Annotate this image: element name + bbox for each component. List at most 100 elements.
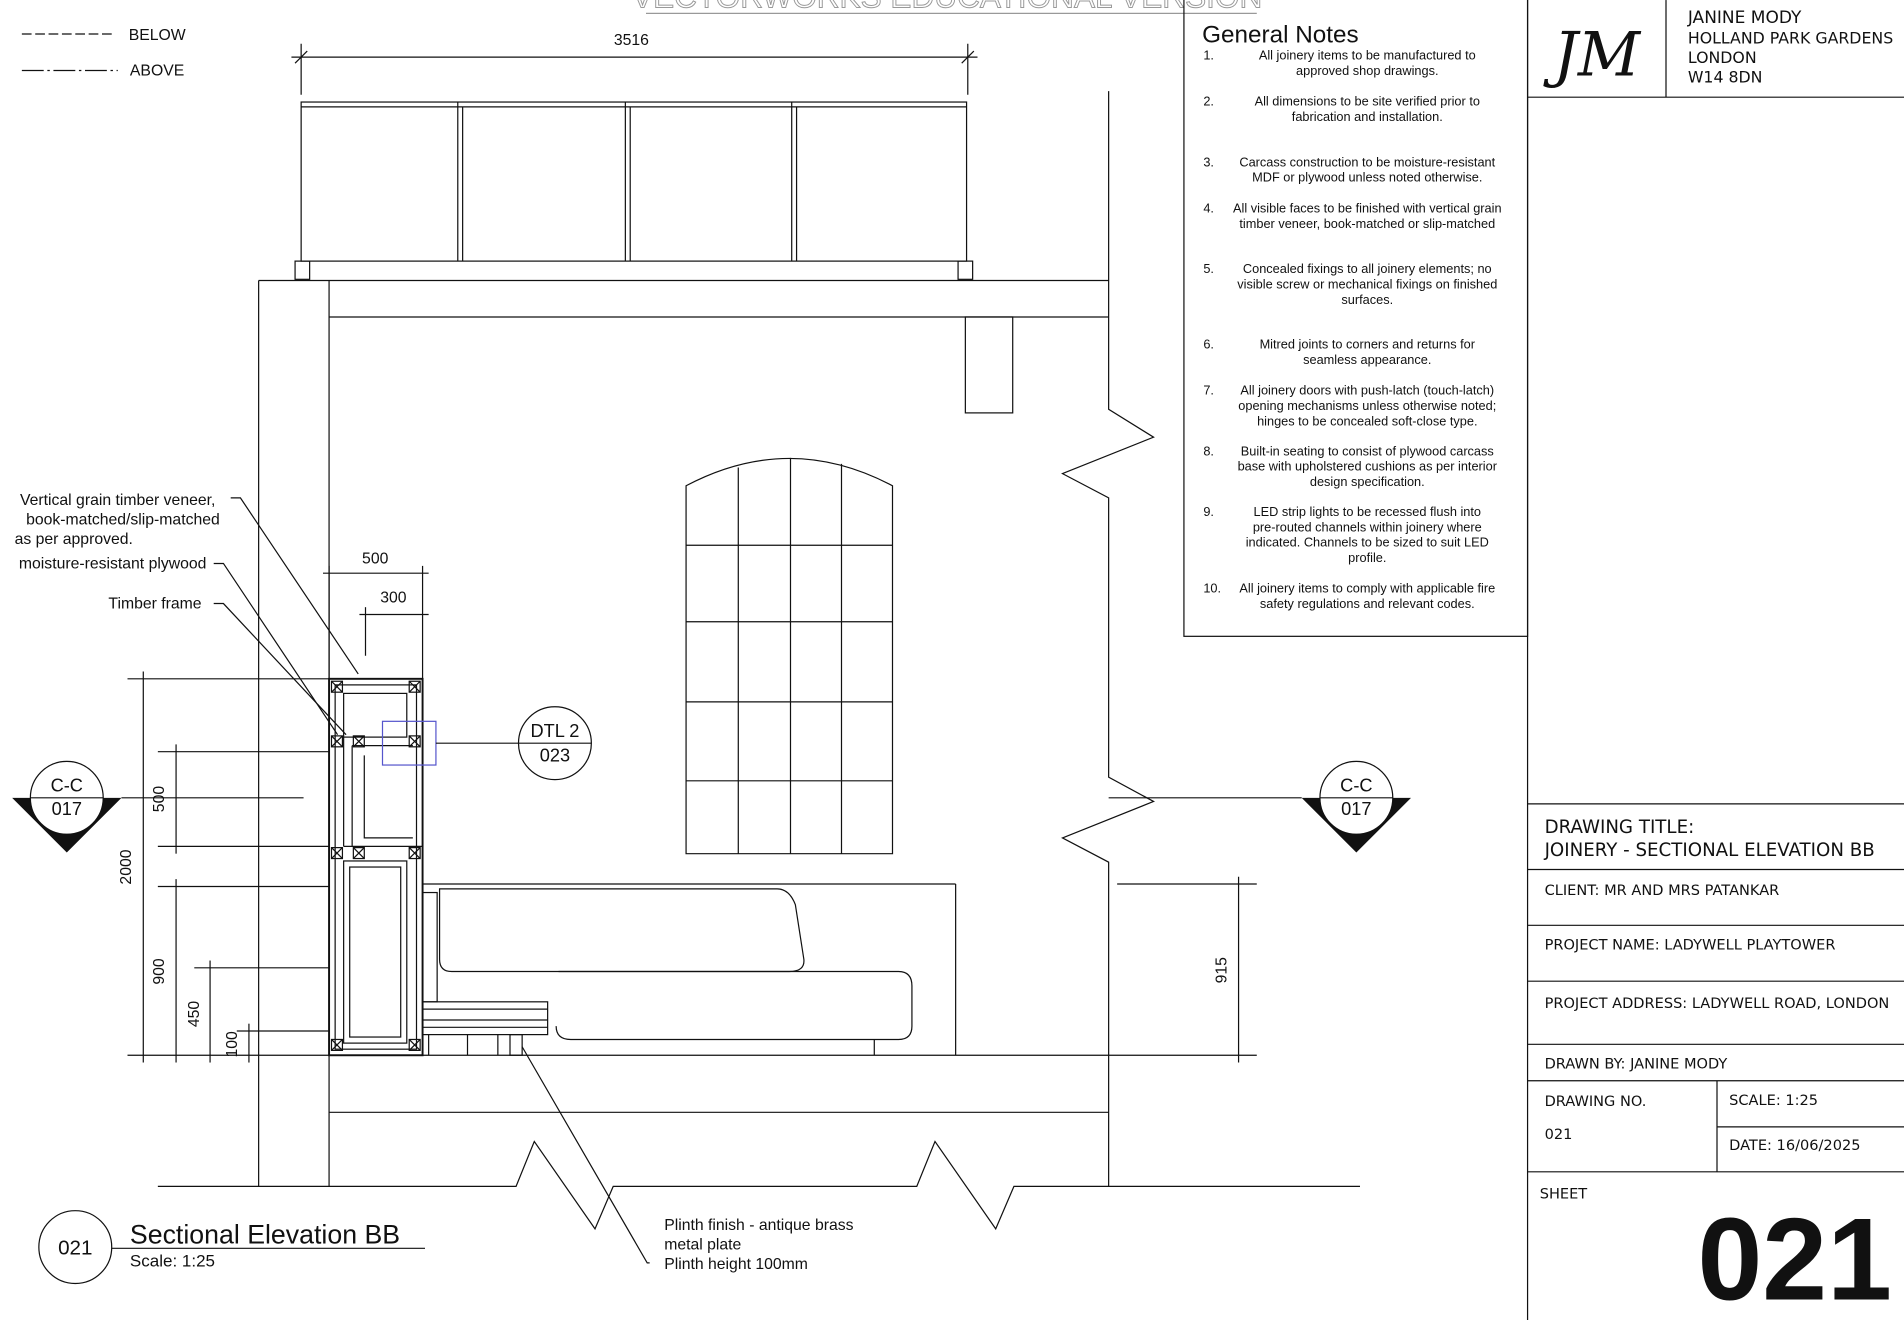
note-item: 6. Mitred joints to corners and returns f…: [1203, 337, 1475, 367]
note-line: Built-in seating to consist of plywood c…: [1241, 443, 1494, 458]
line-legend: BELOW ABOVE: [21, 27, 186, 79]
logo: JM: [1543, 20, 1642, 90]
note-number: 8.: [1203, 443, 1214, 458]
note-line: seamless appearance.: [1303, 352, 1431, 367]
scale: SCALE: 1:25: [1729, 1092, 1818, 1109]
legend-above: ABOVE: [130, 62, 184, 79]
note-item: 7. All joinery doors with push-latch (tou…: [1203, 383, 1496, 429]
note-line: base with upholstered cushions as per in…: [1238, 459, 1498, 474]
note-number: 4.: [1203, 201, 1214, 216]
note-item: 3. Carcass construction to be moisture-re…: [1203, 154, 1495, 184]
note-line: indicated. Channels to be sized to suit …: [1246, 535, 1489, 550]
joinery-cabinet: [328, 677, 424, 1057]
annotation-plinth: Plinth finish - antique brass metal plat…: [664, 1217, 858, 1273]
view-scale: Scale: 1:25: [130, 1252, 215, 1271]
arched-window: [685, 457, 894, 855]
annotation-veneer: Vertical grain timber veneer, book-match…: [20, 492, 220, 528]
note-number: 7.: [1203, 383, 1214, 398]
note-item: 10. All joinery items to comply with appl…: [1203, 581, 1495, 611]
drawn-by: DRAWN BY: JANINE MODY: [1545, 1056, 1728, 1073]
drawing-no-label: DRAWING NO.: [1545, 1093, 1647, 1110]
note-number: 1.: [1203, 48, 1214, 63]
note-item: 2. All dimensions to be site verified pri…: [1203, 94, 1480, 124]
note-number: 6.: [1203, 337, 1214, 352]
note-line: fabrication and installation.: [1292, 109, 1443, 124]
annotation-leaders: [213, 497, 650, 1264]
note-line: All visible faces to be finished with ve…: [1233, 201, 1502, 216]
section-label: C-C: [1340, 776, 1372, 796]
note-line: visible screw or mechanical fixings on f…: [1237, 277, 1497, 292]
note-line: LED strip lights to be recessed flush in…: [1254, 504, 1482, 519]
dim-100: 100: [224, 1031, 241, 1058]
note-item: 4. All visible faces to be finished with …: [1203, 201, 1501, 231]
annotation-plywood: moisture-resistant plywood: [19, 555, 207, 572]
note-line: All joinery items to comply with applica…: [1239, 581, 1495, 596]
note-line: Carcass construction to be moisture-resi…: [1239, 154, 1495, 169]
view-number: 021: [58, 1236, 92, 1259]
section-marker-left: C-C 017: [12, 760, 304, 853]
note-number: 2.: [1203, 94, 1214, 109]
note-number: 10.: [1203, 581, 1221, 596]
note-line: opening mechanisms unless otherwise note…: [1238, 398, 1496, 413]
note-item: 1. All joinery items to be manufactured t…: [1203, 48, 1475, 78]
balustrade: [294, 101, 974, 280]
address: JANINE MODY HOLLAND PARK GARDENS LONDON …: [1687, 8, 1898, 87]
note-line: profile.: [1348, 550, 1386, 565]
building-section: [127, 91, 1360, 1231]
note-number: 9.: [1203, 504, 1214, 519]
date: DATE: 16/06/2025: [1729, 1137, 1860, 1154]
note-line: Concealed fixings to all joinery element…: [1243, 261, 1492, 276]
note-line: Mitred joints to corners and returns for: [1260, 337, 1476, 352]
title-block: JM JANINE MODY HOLLAND PARK GARDENS LOND…: [1526, 0, 1904, 1320]
detail-callout: DTL 2 023: [381, 706, 592, 781]
dim-915: 915: [1213, 957, 1230, 984]
drawing-title: JOINERY - SECTIONAL ELEVATION BB: [1544, 840, 1875, 861]
note-number: 3.: [1203, 154, 1214, 169]
note-line: pre-routed channels within joinery where: [1253, 519, 1482, 534]
dimension-overall: 3516: [291, 32, 978, 95]
view-title-text: Sectional Elevation BB: [130, 1219, 400, 1249]
sheet-number: 021: [1697, 1193, 1891, 1320]
client: CLIENT: MR AND MRS PATANKAR: [1545, 882, 1780, 899]
detail-sheet: 023: [540, 745, 570, 765]
note-line: hinges to be concealed soft-close type.: [1257, 413, 1477, 428]
section-sheet: 017: [1341, 799, 1371, 819]
section-sheet: 017: [52, 799, 82, 819]
vertical-dimensions: [127, 565, 1257, 1063]
drawing-title-label: DRAWING TITLE:: [1545, 817, 1695, 838]
note-line: All dimensions to be site verified prior…: [1255, 94, 1480, 109]
note-line: approved shop drawings.: [1296, 63, 1438, 78]
dim-2000: 2000: [118, 849, 135, 884]
note-line: timber veneer, book-matched or slip-matc…: [1239, 216, 1495, 231]
notes-title: General Notes: [1202, 22, 1358, 49]
view-title: 021 Sectional Elevation BB Scale: 1:25: [38, 1210, 425, 1285]
note-number: 5.: [1203, 261, 1214, 276]
annotation-veneer-3: as per approved.: [15, 531, 133, 548]
legend-below: BELOW: [129, 27, 186, 44]
detail-label: DTL 2: [530, 721, 579, 741]
drawing-no: 021: [1545, 1126, 1573, 1143]
watermark: VECTORWORKS EDUCATIONAL VERSION: [632, 0, 1262, 14]
note-line: safety regulations and relevant codes.: [1260, 596, 1475, 611]
section-label: C-C: [51, 776, 83, 796]
dim-900: 900: [151, 958, 168, 985]
project-address: PROJECT ADDRESS: LADYWELL ROAD, LONDON: [1545, 995, 1890, 1012]
sheet-label: SHEET: [1540, 1186, 1588, 1203]
annotation-frame: Timber frame: [108, 595, 201, 612]
general-notes: General Notes 1. All joinery items to be …: [1183, 0, 1529, 637]
note-item: 5. Concealed fixings to all joinery eleme…: [1203, 261, 1497, 307]
project-name: PROJECT NAME: LADYWELL PLAYTOWER: [1545, 937, 1836, 954]
dim-500-vertical: 500: [151, 786, 168, 813]
dim-300: 300: [380, 589, 407, 606]
built-in-seat: [421, 883, 957, 1056]
note-item: 8. Built-in seating to consist of plywood…: [1203, 443, 1497, 489]
section-marker-right: C-C 017: [1108, 760, 1411, 853]
note-line: design specification.: [1310, 474, 1425, 489]
note-item: 9. LED strip lights to be recessed flush …: [1203, 504, 1488, 565]
note-line: MDF or plywood unless noted otherwise.: [1252, 170, 1482, 185]
dim-450: 450: [186, 1001, 203, 1028]
note-line: All joinery items to be manufactured to: [1259, 48, 1476, 63]
dim-500: 500: [362, 550, 389, 567]
note-line: All joinery doors with push-latch (touch…: [1240, 383, 1494, 398]
